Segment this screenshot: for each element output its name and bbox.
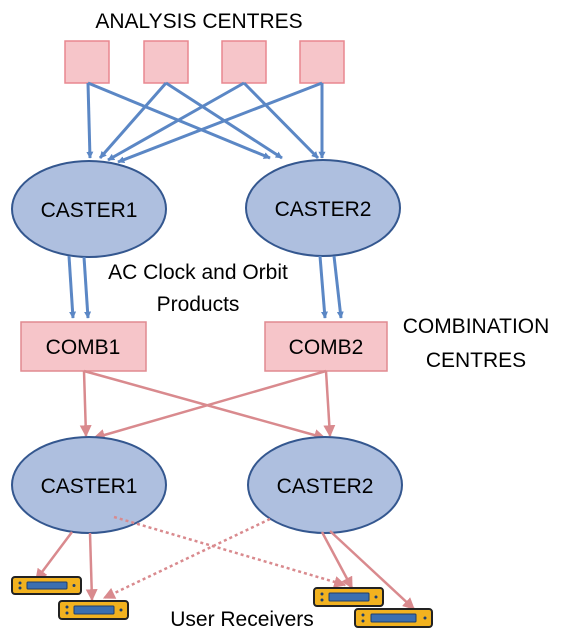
analysis-centre-box-2 <box>143 40 189 84</box>
analysis-centre-box-3 <box>221 40 267 84</box>
analysis-centre-box-1 <box>64 40 110 84</box>
arrow-caster2-receiver-b <box>329 530 415 610</box>
comb1-label: COMB1 <box>46 336 121 359</box>
analysis-to-caster-arrows <box>86 81 326 164</box>
dotted-arrow-caster1-to-right-receiver <box>113 515 347 588</box>
caster1-bottom-node <box>11 436 167 534</box>
arrow-caster2-receiver-a <box>320 531 354 590</box>
caster1-top-label: CASTER1 <box>41 199 138 222</box>
arrow-comb1-caster1 <box>79 370 92 438</box>
comb-to-caster-arrows <box>79 369 336 441</box>
combination-centres-line2: CENTRES <box>426 349 526 372</box>
caster2-top-label: CASTER2 <box>275 198 372 221</box>
arrow-ac2-caster1 <box>98 82 168 159</box>
arrow-caster1-comb1-a <box>67 255 77 319</box>
arrow-caster1-receiver-b <box>85 532 98 602</box>
receiver-device-icon-1 <box>11 576 82 595</box>
analysis-centres-label: ANALYSIS CENTRES <box>95 10 302 33</box>
backup-receiver-arrows <box>102 515 347 600</box>
arrow-comb2-caster2 <box>323 370 336 438</box>
caster1-bottom-label: CASTER1 <box>41 475 138 498</box>
caster2-bottom-label: CASTER2 <box>277 475 374 498</box>
comb2-box <box>264 321 388 372</box>
products-label-line2: Products <box>157 293 240 316</box>
arrow-caster2-comb2-b <box>332 255 344 319</box>
caster2-top-node <box>245 159 401 257</box>
comb2-label: COMB2 <box>289 336 364 359</box>
receiver-device-icon-2 <box>58 600 129 620</box>
arrow-caster2-comb2-a <box>318 255 328 319</box>
arrow-comb1-caster2 <box>83 369 327 441</box>
arrow-ac3-caster2 <box>242 81 320 160</box>
arrow-ac1-caster1 <box>86 82 94 159</box>
receiver-device-icon-4 <box>354 608 433 628</box>
arrow-comb2-caster1 <box>92 369 327 441</box>
arrow-caster1-receiver-a <box>35 531 73 581</box>
analysis-centre-boxes <box>64 40 345 84</box>
arrow-ac3-caster1 <box>107 81 245 162</box>
dotted-arrow-caster2-to-left-receiver <box>102 517 271 600</box>
caster-to-comb-arrows <box>67 255 344 319</box>
arrow-ac4-caster1 <box>117 81 323 164</box>
comb1-box <box>20 321 147 372</box>
caster-to-receiver-arrows <box>35 530 415 610</box>
analysis-centre-box-4 <box>299 40 345 84</box>
caster2-bottom-node <box>247 436 403 534</box>
receiver-device-icon-3 <box>313 587 384 607</box>
caster1-top-node <box>11 160 167 258</box>
products-label-line1: AC Clock and Orbit <box>108 261 288 284</box>
combination-centres-line1: COMBINATION <box>403 315 550 338</box>
user-receivers-label: User Receivers <box>170 608 314 631</box>
arrow-caster1-comb1-b <box>82 256 92 319</box>
